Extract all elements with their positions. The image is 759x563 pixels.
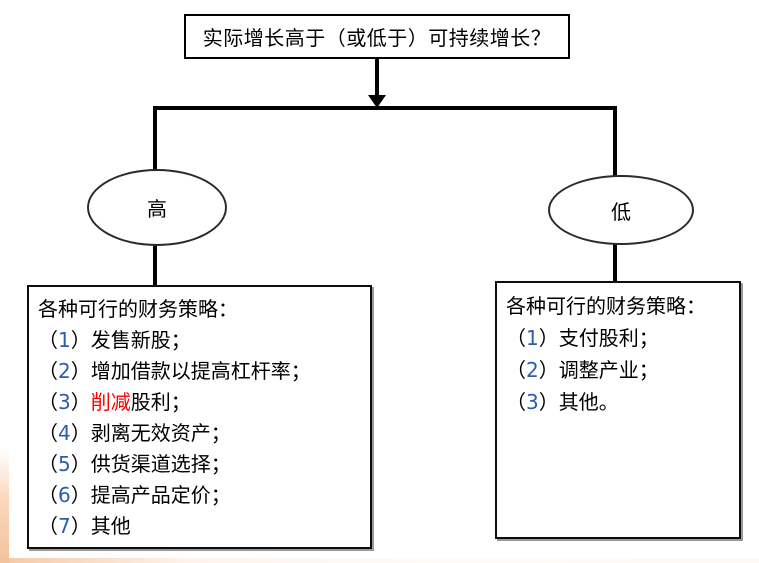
strategy-item: （5）供货渠道选择； xyxy=(38,449,366,480)
strategy-item: （2）增加借款以提高杠杆率； xyxy=(38,356,366,387)
item-paren: （ xyxy=(38,359,58,383)
connector-horizontal-line xyxy=(153,106,617,110)
item-number: 1 xyxy=(58,328,71,352)
item-paren: ） xyxy=(70,483,91,507)
item-paren: ） xyxy=(70,359,91,383)
strategy-item: （1）发售新股； xyxy=(38,325,366,356)
item-text: 支付股利； xyxy=(558,326,659,350)
high-strategies-box: 各种可行的财务策略： （1）发售新股； （2）增加借款以提高杠杆率； （3）削减… xyxy=(27,285,372,549)
page-edge-artifact-left xyxy=(0,448,9,563)
item-paren: （ xyxy=(38,328,58,352)
item-paren: （ xyxy=(38,421,58,445)
item-number: 6 xyxy=(58,483,71,507)
connector-stem-line xyxy=(375,59,379,97)
item-text: 增加借款以提高杠杆率； xyxy=(90,359,311,383)
item-paren: （ xyxy=(38,483,58,507)
item-number: 2 xyxy=(526,358,539,382)
item-text: 股利； xyxy=(130,390,191,414)
strategy-item: （2）调整产业； xyxy=(506,354,735,386)
high-branch-label: 高 xyxy=(147,197,167,221)
item-number: 1 xyxy=(526,326,539,350)
item-text: 其他 xyxy=(90,514,131,538)
item-paren: （ xyxy=(38,390,58,414)
item-text: 调整产业； xyxy=(558,358,659,382)
item-number: 2 xyxy=(58,359,71,383)
item-paren: ） xyxy=(70,390,91,414)
low-strategies-box: 各种可行的财务策略： （1）支付股利； （2）调整产业； （3）其他。 xyxy=(495,281,741,539)
connector-right-drop-line xyxy=(613,106,617,177)
item-paren: ） xyxy=(538,390,559,414)
connector-high-to-box-line xyxy=(153,244,157,286)
strategy-item: （6）提高产品定价； xyxy=(38,480,366,511)
item-text: 供货渠道选择； xyxy=(90,452,231,476)
box-title: 各种可行的财务策略： xyxy=(506,294,706,318)
item-paren: （ xyxy=(506,390,526,414)
item-text: 其他。 xyxy=(558,390,619,414)
item-paren: ） xyxy=(70,421,91,445)
question-box: 实际增长高于（或低于）可持续增长？ xyxy=(184,14,570,59)
item-paren: ） xyxy=(70,328,91,352)
item-number: 4 xyxy=(58,421,71,445)
item-number: 5 xyxy=(58,452,71,476)
item-paren: （ xyxy=(38,514,58,538)
item-paren: ） xyxy=(538,358,559,382)
strategy-item: （3）削减股利； xyxy=(38,387,366,418)
item-text: 提高产品定价； xyxy=(90,483,231,507)
strategy-item: （4）剥离无效资产； xyxy=(38,418,366,449)
low-branch-ellipse: 低 xyxy=(548,175,694,245)
item-paren: ） xyxy=(538,326,559,350)
question-label: 实际增长高于（或低于）可持续增长？ xyxy=(202,26,552,50)
item-paren: （ xyxy=(506,358,526,382)
item-number: 3 xyxy=(58,390,71,414)
item-text: 发售新股； xyxy=(90,328,191,352)
strategy-item: （1）支付股利； xyxy=(506,322,735,354)
box-title: 各种可行的财务策略： xyxy=(38,297,238,321)
item-paren: （ xyxy=(38,452,58,476)
page-edge-artifact-bottom xyxy=(0,558,759,563)
high-branch-ellipse: 高 xyxy=(87,169,227,246)
item-paren: （ xyxy=(506,326,526,350)
item-number: 7 xyxy=(58,514,71,538)
item-number: 3 xyxy=(526,390,539,414)
connector-left-drop-line xyxy=(153,106,157,171)
low-branch-label: 低 xyxy=(611,199,631,224)
item-text: 剥离无效资产； xyxy=(90,421,231,445)
item-text-red: 削减 xyxy=(90,390,131,414)
strategy-item: （7）其他 xyxy=(38,511,366,542)
item-paren: ） xyxy=(70,452,91,476)
arrow-down-icon xyxy=(368,95,386,108)
item-paren: ） xyxy=(70,514,91,538)
connector-low-to-box-line xyxy=(613,243,617,283)
strategy-item: （3）其他。 xyxy=(506,386,735,418)
